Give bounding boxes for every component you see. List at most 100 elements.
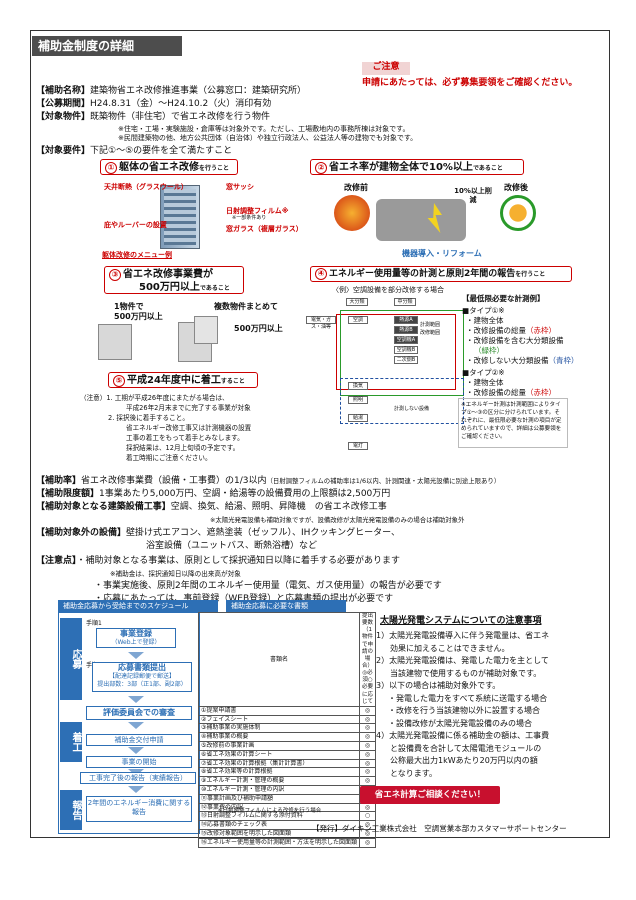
docs-row-count: ◎	[359, 741, 377, 751]
subsidy-limit-row: 【補助限度額】1事業あたり5,000万円、空調・給湯等の設備費用の上限額は2,5…	[36, 489, 390, 501]
docs-row: ⑪事業計画及び補助申請額◎	[197, 793, 377, 804]
step1-tag: 手順1	[86, 620, 102, 627]
req1-suffix: を行うこと	[199, 165, 230, 172]
subsidy-work-row: 【補助対象となる建築設備工事】空調、換気、給湯、照明、昇降機 の省エネ改修工事	[36, 502, 387, 514]
req4-type1-item-3: ・改修設備を含む大分類設備	[466, 336, 564, 345]
arrow-4	[128, 747, 144, 754]
docs-row-count: ◎	[359, 837, 377, 848]
docs-row-count: ◎	[359, 714, 377, 725]
req3-right-value: 500万円以上	[234, 324, 283, 333]
step2-box: 応募書類提出 【配達記録郵便で郵送】 提出部数：3部（正1部、副2部）	[92, 662, 192, 692]
page-title: 補助金制度の詳細	[32, 36, 182, 56]
solar-item-10: と設備費を合計して太陽電池モジュールの	[390, 743, 542, 753]
docs-row: ①提案申請書◎	[197, 705, 377, 716]
req2-before: 改修前	[344, 183, 368, 192]
solar-item-11: 公称最大出力1kWあたり20万円以内の額	[390, 756, 538, 765]
req4-type1-item-4-text: ・改修しない大分類設備	[466, 356, 549, 365]
req4-example: 〈例〉空調設備を部分改修する場合	[332, 286, 444, 294]
subsidy-points-row: 【注意点】・補助対象となる事業は、原則として採択通知日以降に着手する必要がありま…	[36, 556, 400, 568]
subsidy-rate-value: 省エネ改修事業費（設備・工事費）の1/3以内	[81, 476, 267, 486]
docs-row-name: ④補助事業の概要	[197, 732, 361, 743]
req3-num: ③	[109, 269, 121, 281]
diagram-hvac: 空調	[348, 316, 368, 324]
docs-row-name: ⑯エネルギー使用量等の計測範囲・方法を明示した図面類	[197, 837, 361, 848]
arrow-1	[128, 652, 144, 659]
docs-header: 補助金応募に必要な書類	[226, 600, 346, 614]
solar-item-2: 効果に加えることはできません。	[390, 643, 510, 653]
docs-row-count: ◎	[359, 705, 377, 716]
step1-sub: （Web上で登録）	[111, 639, 161, 647]
diagram-heat-a: 熱源A	[394, 316, 418, 324]
subsidy-rate-note: （日射調整フィルムの補助率は1/6以内、計測関連・太陽光設備に別途上限あり）	[266, 477, 501, 485]
req2-suffix: であること	[472, 165, 503, 172]
phase-construction: 着工	[60, 722, 82, 762]
req3-title2: 500万円以上であること	[139, 281, 230, 294]
diagram-legend-none: 計測しない設備	[394, 406, 430, 412]
docs-row: ⑧省エネ効果等の計算根拠◎	[197, 767, 377, 778]
req4-type1-item-1: ・建物全体	[466, 316, 504, 325]
docs-row-count: ○	[359, 811, 377, 822]
subsidy-equip-value-2: 浴室設備（ユニットバス、断熱浴槽）など	[146, 541, 318, 551]
phase-apply: 応募	[60, 618, 82, 700]
req4-type1-item-3-color: （緑枠）	[474, 346, 504, 355]
req3-title-text: 省エネ改修事業費が	[123, 269, 213, 280]
program-name-label: 【補助名称】	[36, 86, 91, 96]
start-box: 事業の開始	[86, 756, 192, 768]
subsidy-points-label: 【注意点】	[36, 556, 77, 566]
solar-item-1: 1）太陽光発電設備導入に伴う発電量は、省エネ	[376, 631, 550, 640]
docs-row: ⑤改修前の事業計画◎	[197, 741, 377, 751]
docs-footnote: ※日射調整フィルムによる改修を行う場合	[218, 808, 322, 814]
fire-icon	[334, 195, 370, 231]
solar-item-12: となります。	[390, 768, 437, 778]
diagram-minor: 中分類	[394, 298, 416, 306]
req5-note-2: 平成26年2月末までに完了する事業が対象	[126, 404, 251, 412]
docs-row-count: ◎	[359, 749, 377, 760]
diagram-light: 照明	[348, 396, 368, 404]
req4-type1-item-2-color: （赤枠）	[526, 326, 556, 335]
step2-sub: 【配達記録郵便で郵送】	[108, 673, 175, 681]
consult-banner: 省エネ計算ご相談ください！	[360, 786, 500, 804]
req4-suffix: を行うこと	[515, 271, 546, 278]
req3-left-label: 1物件で	[114, 302, 144, 311]
target-note-2: ※民間建築物の他、地方公共団体（自治体）や独立行政法人、公益法人等の建物でも対象…	[118, 134, 418, 142]
solar-item-7: ・改修を行う当該建物以外に設置する場合	[388, 706, 540, 715]
solar-item-5: 3）以下の場合は補助対象外です。	[376, 681, 501, 690]
program-target-value: 既築物件（非住宅）で省エネ改修を行う物件	[90, 112, 271, 122]
docs-table-wrap: 書類名 提出要数（1物件で申請の場合）◎必須○必要に応じて ①提案申請書◎②フェ…	[197, 612, 377, 848]
docs-table-header: 書類名 提出要数（1物件で申請の場合）◎必須○必要に応じて	[197, 612, 377, 707]
footer-publisher: 【発行】ダイキン工業株式会社 空調営業本部カスタマーサポートセンター	[312, 824, 567, 833]
req4-type2: ■タイプ②※	[462, 368, 505, 377]
req4-type2-item-2: ・改修設備の総量（赤枠）	[466, 388, 556, 398]
diagram-ahu-b: 空調機B	[394, 346, 418, 354]
req4-type1-item-4-color: （青枠）	[548, 356, 579, 365]
docs-row-count: ◎	[359, 776, 377, 786]
req1-num: ①	[105, 162, 117, 174]
req4-num: ④	[315, 268, 327, 280]
docs-row-name: ③補助事業の実施体制	[197, 723, 361, 734]
grant-box: 補助金交付申請	[86, 734, 192, 746]
schedule-header: 補助金応募から受給までのスケジュール	[58, 600, 218, 614]
subsidy-equip-row: 【補助対象外の設備】壁掛け式エアコン、遮熱塗装（ゼッフル）、IHクッキングヒータ…	[36, 528, 400, 540]
req5-note-7: 着工時期にご注意ください。	[126, 454, 212, 462]
docs-row: ④補助事業の概要◎	[197, 732, 377, 743]
req5-note-4: 省エネルギー改修工事又は計測機器の設置	[126, 424, 252, 432]
docs-row-count: ◎	[359, 732, 377, 743]
arrow-6	[128, 786, 144, 793]
docs-row: ⑯エネルギー使用量等の計測範囲・方法を明示した図面類◎	[197, 837, 377, 848]
req4-type1-item-4: ・改修しない大分類設備（青枠）	[466, 356, 579, 366]
docs-row-name: ⑨エネルギー計測・管理の概要	[197, 776, 361, 786]
docs-row-count: ◎	[359, 758, 377, 769]
solar-item-8: ・設備改修が太陽光発電設備のみの場合	[388, 718, 532, 728]
req1-item-glass: 窓ガラス（複層ガラス）	[226, 225, 303, 233]
req2-after: 改修後	[504, 183, 528, 192]
step2-label: 応募書類提出	[118, 663, 166, 672]
subsidy-point-4: ・応募にあたっては、事前登録（WEB登録）と応募書類の提出が必要です	[94, 594, 394, 604]
notice-text: 申請にあたっては、必ず募集要領をご確認ください。	[362, 78, 578, 88]
solar-item-9: 4）太陽光発電設備に係る補助金の額は、工事費	[376, 731, 550, 740]
